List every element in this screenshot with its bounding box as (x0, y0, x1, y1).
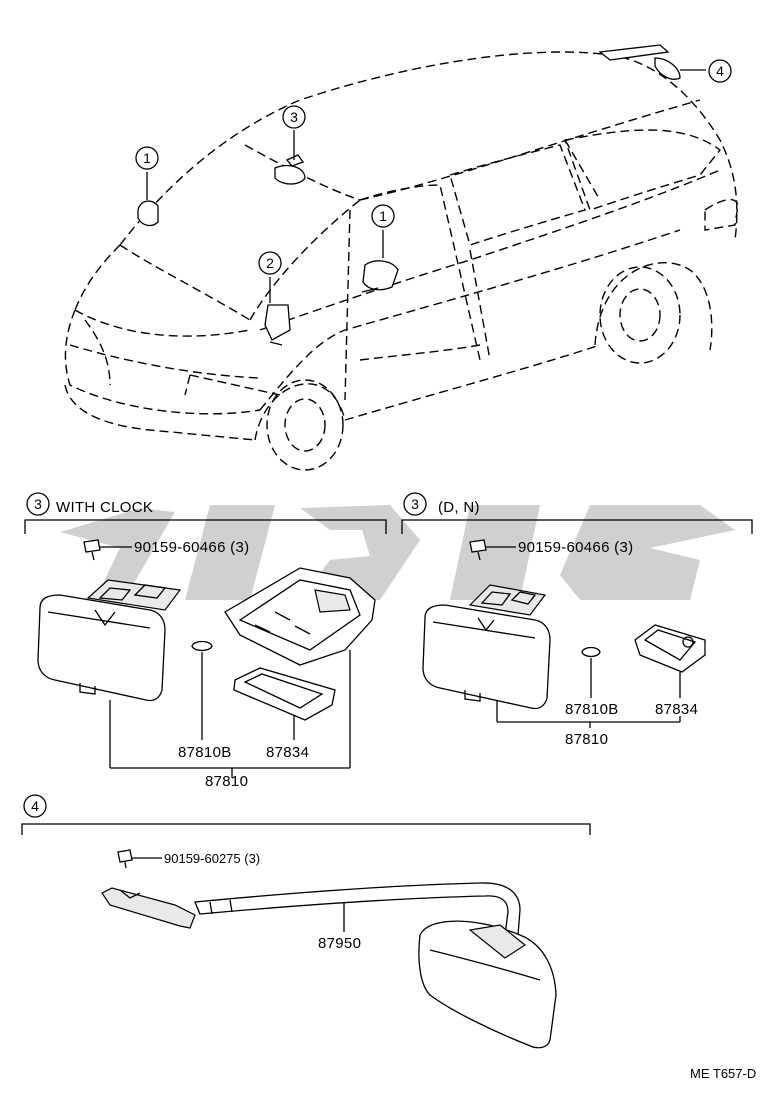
section-dn: 3 (D, N) 90159-60466 (3) 87810B 87834 87… (401, 492, 753, 748)
van-callouts (146, 69, 706, 303)
lens-part-label: 87834 (655, 701, 698, 718)
screw-part-label: 90159-60466 (3) (518, 539, 633, 556)
section-mirror: 4 90159-60275 (3) 87950 (21, 794, 591, 1049)
section-with-clock-number: 3 (34, 496, 42, 512)
callout-1-left: 1 (135, 146, 159, 170)
bulb-part-label: 87810B (178, 744, 232, 761)
lamp-housing (422, 604, 551, 710)
bulb-part-label: 87810B (565, 701, 619, 718)
van-illustration (64, 51, 739, 471)
watermark-logo (60, 505, 735, 600)
screw-part-label: 90159-60275 (3) (164, 851, 260, 866)
screw-icon (83, 539, 101, 553)
lamp-housing (37, 594, 166, 702)
mirror-mount-bracket (101, 887, 196, 929)
assembly-part-label: 87810 (205, 773, 248, 790)
screw-part-label: 90159-60466 (3) (134, 539, 249, 556)
screw-icon (469, 539, 487, 553)
section-mirror-number: 4 (31, 798, 39, 814)
lens-icon (634, 624, 706, 673)
van-parts (137, 44, 681, 346)
screw-icon (117, 849, 133, 863)
mirror-part-label: 87950 (318, 935, 361, 952)
callout-2: 2 (258, 251, 282, 275)
callout-1-right: 1 (371, 204, 395, 228)
callout-3-van: 3 (282, 105, 306, 129)
bulb-icon (581, 646, 601, 658)
callout-1-right-text: 1 (379, 208, 387, 224)
callout-1-left-text: 1 (143, 150, 151, 166)
callout-2-text: 2 (266, 255, 274, 271)
callout-3-van-text: 3 (290, 109, 298, 125)
section-dn-title: (D, N) (438, 499, 480, 516)
section-dn-number: 3 (411, 496, 419, 512)
lamp-board (468, 584, 547, 616)
section-with-clock: 3 WITH CLOCK 90159-60466 (3) (24, 492, 387, 790)
section-with-clock-title: WITH CLOCK (56, 499, 153, 516)
bulb-icon (191, 640, 213, 652)
assembly-part-label: 87810 (565, 731, 608, 748)
lens-icon (233, 667, 336, 721)
callout-4-van-text: 4 (716, 63, 724, 79)
clock-lamp-cover (224, 567, 376, 666)
diagram-code: ME T657-D (690, 1066, 756, 1081)
lens-part-label: 87834 (266, 744, 309, 761)
callout-4-van: 4 (708, 59, 732, 83)
